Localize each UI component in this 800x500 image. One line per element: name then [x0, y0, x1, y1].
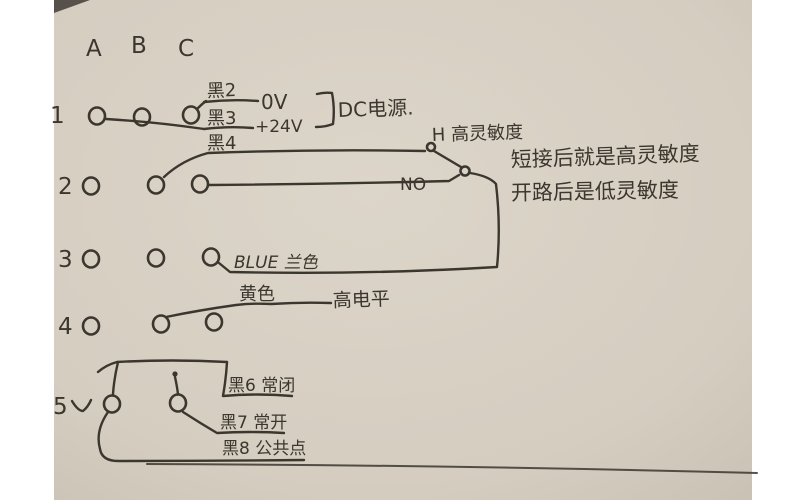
terminal-2c	[190, 174, 210, 194]
wire-row5-dot-drop	[173, 375, 180, 396]
wire-black7-branch	[181, 410, 286, 435]
terminal-1a	[87, 106, 107, 126]
terminal-4a	[81, 316, 101, 336]
label-black7-normally-open: 黑7 常开	[220, 413, 287, 433]
junction-dot	[172, 371, 178, 377]
column-header-c: C	[178, 36, 194, 62]
label-plus24v: +24V	[255, 117, 303, 137]
wire-row5-top-bar	[96, 359, 229, 374]
terminal-3a	[81, 249, 101, 269]
column-header-b: B	[131, 33, 147, 59]
label-yellow-wire: 黄色	[239, 284, 275, 305]
label-0v: 0V	[261, 90, 288, 114]
wire-contact-to-row3c	[217, 171, 500, 275]
wire-switch-arm	[432, 149, 463, 169]
label-black2: 黑2	[206, 80, 236, 102]
wire-row5-left-drop	[111, 360, 120, 396]
table-corner-sliver	[54, 0, 90, 13]
wires	[70, 91, 758, 474]
label-black6-normally-closed: 黑6 常闭	[228, 376, 295, 396]
label-h-high-sensitivity: H 高灵敏度	[431, 122, 523, 146]
row-label-4: 4	[58, 314, 73, 340]
column-header-a: A	[86, 36, 102, 62]
wire-black2-underline	[202, 99, 260, 104]
terminal-4c	[204, 312, 224, 332]
wire-row2-to-contact	[207, 173, 461, 187]
wire-black4-to-h-point	[162, 149, 427, 179]
terminal-1c	[181, 105, 201, 125]
paper-sheet	[54, 0, 752, 500]
column-headers: A B C	[86, 33, 194, 62]
wire-black6-branch	[221, 360, 294, 398]
wire-bottom-long-line	[146, 463, 758, 474]
mark-after-row5	[70, 398, 93, 413]
note-open-circuit-low-sensitivity: 开路后是低灵敏度	[511, 178, 679, 205]
terminal-3b	[146, 248, 166, 268]
label-dc-power: DC电源.	[337, 95, 414, 122]
wire-black8-branch	[97, 410, 306, 463]
label-high-level: 高电平	[332, 288, 390, 312]
row-label-2: 2	[58, 174, 73, 200]
label-no: NO	[400, 175, 426, 195]
row-label-3: 3	[58, 247, 73, 273]
handwritten-labels: 黑2 0V 黑3 +24V 黑4 DC电源. H 高灵敏度 NO 短接后就是高灵…	[206, 80, 700, 459]
terminal-5a	[102, 394, 122, 414]
label-black3: 黑3	[207, 108, 236, 129]
label-black8-common: 黑8 公共点	[222, 439, 306, 459]
row-labels: 1 2 3 4 5	[50, 103, 73, 420]
wire-black3-underline	[202, 126, 255, 131]
terminal-2a	[81, 176, 101, 196]
wire-yellow-to-high-level	[164, 301, 333, 319]
terminal-2b	[146, 175, 166, 195]
wire-black3-link	[104, 117, 206, 131]
terminal-1b	[132, 107, 152, 127]
terminal-4b	[151, 314, 171, 334]
bracket-dc-power	[314, 91, 335, 129]
terminal-3c	[201, 247, 221, 267]
switch-pole-h	[425, 141, 437, 153]
row-label-5: 5	[53, 394, 68, 420]
label-blue-wire: BLUE 兰色	[234, 253, 319, 273]
label-black4: 黑4	[207, 133, 236, 154]
row-label-1: 1	[50, 103, 65, 129]
switch-contact-no	[459, 165, 471, 177]
